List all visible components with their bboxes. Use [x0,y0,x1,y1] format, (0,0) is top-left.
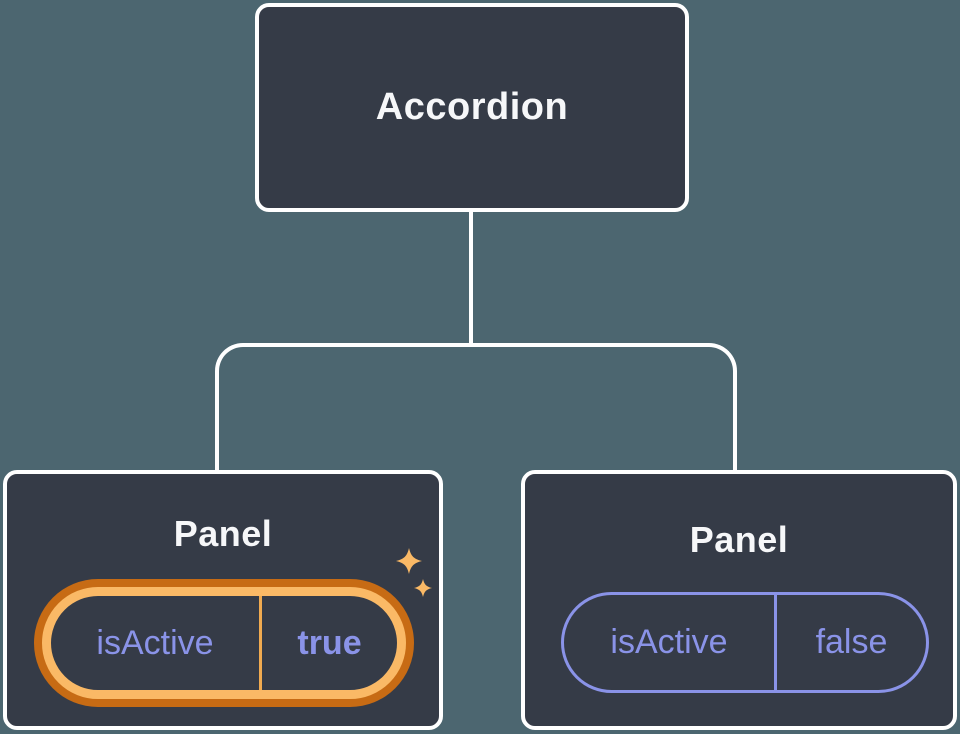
tree-node-panel-inactive: Panel isActive false [521,470,957,730]
accordion-node-label: Accordion [375,86,569,128]
prop-name-label: isActive [96,623,214,662]
prop-name-label: isActive [610,623,728,661]
state-pill-inactive: isActive false [561,592,929,693]
panel-node-label: Panel [689,519,789,560]
tree-node-accordion: Accordion [255,3,689,212]
sparkles-icon [396,548,432,597]
prop-value-label: true [259,596,397,690]
connector-root-stem [469,200,473,347]
panel-node-label: Panel [173,513,273,554]
prop-value-label: false [774,595,926,690]
state-pill-active: isActive true [42,587,406,699]
tree-node-panel-active: Panel isActive true [3,470,443,730]
connector-branch-bracket [215,343,737,473]
